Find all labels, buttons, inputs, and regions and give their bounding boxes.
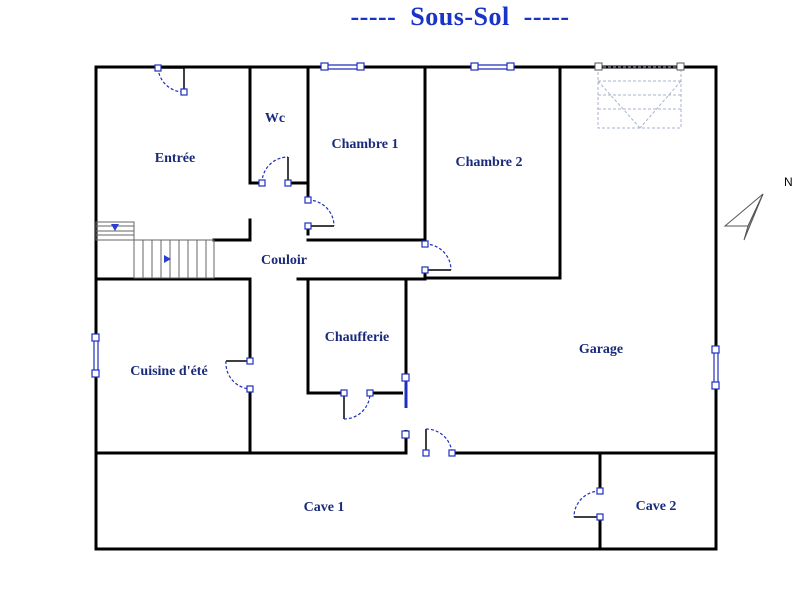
stairs: [95, 221, 215, 279]
label-chaufferie: Chaufferie: [325, 330, 390, 345]
skylight: [594, 62, 685, 129]
door-chambre2: [421, 240, 452, 274]
windows: [91, 62, 720, 439]
label-wc: Wc: [265, 111, 285, 126]
plan-title: ----- Sous-Sol -----: [350, 2, 570, 31]
north-arrow-icon: [723, 193, 764, 227]
walls: [94, 65, 718, 551]
north-label: N: [784, 175, 793, 189]
label-cave1: Cave 1: [304, 500, 345, 515]
room-labels: Entrée Wc Chambre 1 Chambre 2 Couloir Ch…: [130, 111, 676, 515]
window-chambre2: [470, 62, 515, 71]
door-cave2: [573, 487, 604, 521]
window-garage: [711, 345, 720, 390]
label-garage: Garage: [579, 342, 623, 357]
door-wc: [258, 156, 292, 187]
window-cuisine: [91, 333, 100, 378]
label-couloir: Couloir: [261, 253, 307, 268]
door-cuisine: [225, 357, 254, 393]
label-chambre2: Chambre 2: [455, 155, 522, 170]
door-entree: [154, 64, 188, 96]
stairs-arrow-right-icon: [164, 255, 171, 263]
label-cave2: Cave 2: [636, 499, 677, 514]
door-chambre1: [304, 196, 335, 230]
window-chambre1: [320, 62, 365, 71]
stairs-arrow-down-icon: [111, 224, 119, 231]
label-cuisine: Cuisine d'été: [130, 364, 207, 379]
label-entree: Entrée: [155, 151, 195, 166]
door-chaufferie: [340, 389, 374, 420]
doors: [154, 64, 604, 521]
north-compass: N: [723, 175, 793, 241]
door-garage: [422, 428, 456, 457]
window-chaufferie: [401, 373, 410, 439]
label-chambre1: Chambre 1: [331, 137, 398, 152]
